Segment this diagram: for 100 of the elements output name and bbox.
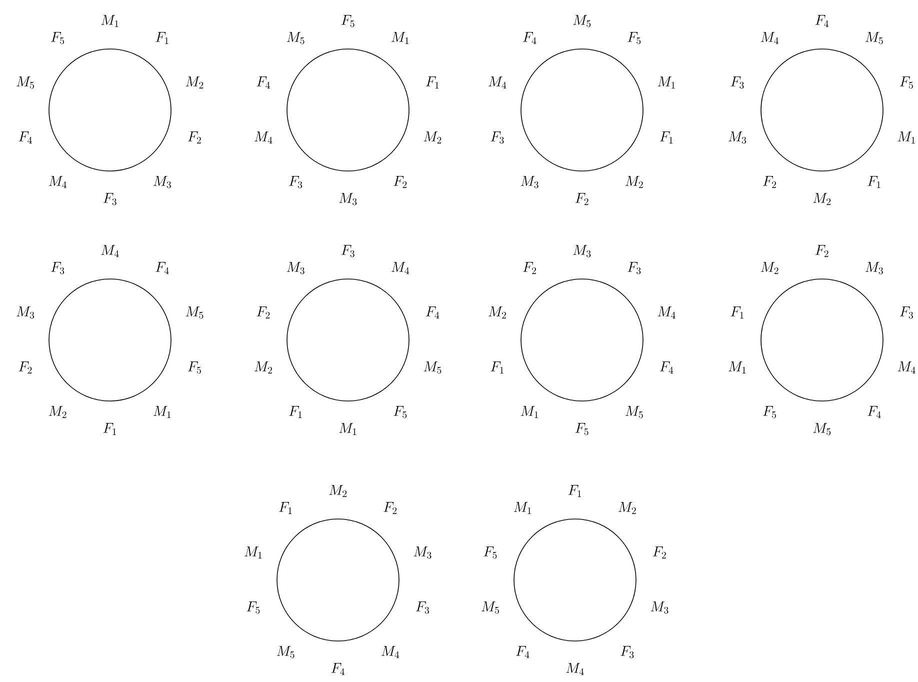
- ring-circle: [520, 48, 644, 172]
- position-label: $M_5$: [276, 646, 294, 658]
- position-label: $M_4$: [101, 245, 119, 257]
- position-label: $M_1$: [520, 406, 538, 418]
- position-label: $F_2$: [523, 262, 536, 274]
- position-label: $F_2$: [256, 306, 270, 318]
- position-label: $M_4$: [391, 262, 410, 274]
- position-label: $F_2$: [575, 193, 588, 205]
- position-label: $M_3$: [153, 176, 171, 188]
- position-label: $F_4$: [256, 76, 270, 88]
- position-label: $M_4$: [898, 362, 916, 374]
- ring-circle: [514, 518, 636, 642]
- position-label: $F_5$: [575, 423, 588, 436]
- position-label: $M_1$: [339, 423, 356, 435]
- position-label: $M_2$: [488, 306, 506, 318]
- position-label: $M_1$: [153, 406, 171, 418]
- position-label: $F_2$: [815, 245, 828, 257]
- position-label: $F_1$: [426, 76, 439, 88]
- position-label: $F_5$: [246, 602, 260, 614]
- position-label: $M_2$: [760, 262, 778, 274]
- position-label: $M_3$: [520, 176, 538, 188]
- position-label: $F_2$: [652, 546, 666, 558]
- ring-circle: [520, 278, 644, 402]
- position-label: $F_5$: [51, 32, 64, 44]
- position-label: $F_3$: [416, 602, 429, 614]
- position-label: $F_3$: [628, 262, 641, 274]
- position-label: $M_5$: [625, 406, 643, 418]
- position-label: $M_4$: [254, 132, 272, 144]
- position-label: $F_2$: [394, 176, 407, 188]
- position-label: $F_4$: [516, 646, 530, 658]
- position-label: $F_4$: [868, 406, 881, 418]
- position-label: $F_3$: [490, 132, 504, 144]
- position-label: $F_3$: [900, 306, 913, 319]
- ring-circle: [286, 48, 410, 172]
- position-label: $F_5$: [628, 32, 641, 44]
- ring-circle: [48, 278, 172, 402]
- position-label: $F_1$: [103, 423, 116, 435]
- position-label: $F_1$: [568, 485, 581, 497]
- ring-circle: [286, 278, 410, 402]
- position-label: $F_1$: [156, 32, 168, 44]
- position-label: $M_4$: [566, 663, 584, 675]
- position-label: $F_4$: [660, 362, 674, 374]
- position-label: $F_1$: [289, 406, 302, 418]
- position-label: $F_4$: [523, 32, 536, 44]
- position-label: $M_1$: [391, 32, 409, 44]
- position-label: $M_1$: [101, 15, 118, 27]
- position-label: $M_3$: [414, 546, 432, 559]
- position-label: $M_4$: [760, 32, 778, 44]
- position-label: $F_5$: [394, 406, 407, 418]
- position-label: $F_5$: [341, 15, 354, 28]
- ring-circle: [760, 278, 884, 402]
- position-label: $M_5$: [186, 306, 204, 319]
- position-label: $F_3$: [289, 176, 302, 188]
- position-label: $F_3$: [103, 193, 116, 206]
- ring-circle: [760, 48, 884, 172]
- position-label: $F_3$: [341, 245, 354, 258]
- position-label: $F_2$: [188, 132, 201, 144]
- position-label: $F_4$: [18, 132, 32, 144]
- position-label: $M_5$: [16, 76, 34, 89]
- position-label: $M_1$: [244, 546, 262, 558]
- position-label: $M_5$: [865, 32, 883, 44]
- position-label: $F_2$: [763, 176, 776, 188]
- position-label: $M_4$: [381, 646, 400, 658]
- position-label: $F_1$: [660, 132, 673, 144]
- position-label: $M_2$: [625, 176, 643, 188]
- position-label: $M_1$: [658, 76, 675, 88]
- position-label: $F_3$: [620, 646, 634, 658]
- position-label: $F_5$: [188, 362, 201, 374]
- position-label: $M_2$: [813, 193, 831, 205]
- position-label: $M_2$: [618, 502, 636, 514]
- position-label: $M_5$: [424, 362, 442, 374]
- position-label: $M_3$: [865, 262, 883, 274]
- position-label: $F_4$: [156, 262, 169, 274]
- position-label: $M_5$: [813, 423, 831, 436]
- position-label: $M_2$: [424, 132, 442, 144]
- position-label: $M_1$: [728, 362, 746, 374]
- position-label: $F_3$: [51, 262, 64, 274]
- position-label: $M_5$: [482, 602, 499, 614]
- position-label: $M_2$: [48, 406, 66, 418]
- position-label: $M_4$: [488, 76, 506, 88]
- position-label: $M_1$: [898, 132, 915, 144]
- position-label: $F_5$: [900, 76, 913, 89]
- position-label: $M_3$: [573, 245, 591, 258]
- ring-circle: [48, 48, 172, 172]
- position-label: $F_1$: [868, 176, 880, 188]
- position-label: $F_5$: [484, 546, 497, 559]
- position-label: $F_2$: [384, 502, 397, 514]
- position-label: $M_2$: [254, 362, 272, 374]
- position-label: $F_1$: [730, 306, 744, 318]
- position-label: $F_5$: [763, 406, 776, 418]
- position-label: $M_5$: [573, 15, 591, 28]
- position-label: $M_3$: [728, 132, 746, 144]
- position-label: $F_4$: [815, 15, 829, 27]
- position-label: $F_3$: [730, 76, 744, 89]
- position-label: $F_4$: [426, 306, 440, 318]
- position-label: $M_3$: [650, 602, 668, 614]
- position-label: $M_4$: [48, 176, 66, 188]
- position-label: $M_1$: [514, 502, 531, 514]
- position-label: $F_1$: [490, 362, 504, 374]
- position-label: $M_2$: [329, 485, 347, 497]
